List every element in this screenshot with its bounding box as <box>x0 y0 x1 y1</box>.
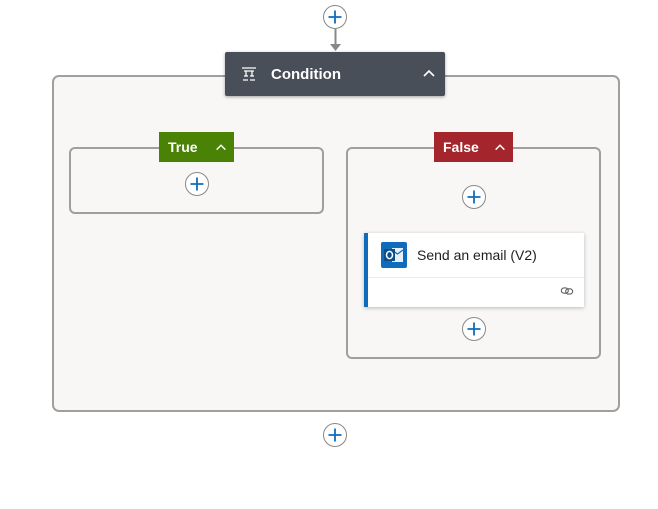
chevron-up-icon[interactable] <box>421 65 437 81</box>
chevron-up-icon[interactable] <box>493 140 507 154</box>
outlook-icon <box>381 242 407 268</box>
false-branch-label: False <box>443 139 479 155</box>
add-step-top-button[interactable] <box>323 5 347 29</box>
card-divider <box>368 277 584 278</box>
add-step-bottom-button[interactable] <box>323 423 347 447</box>
add-action-true-button[interactable] <box>185 172 209 196</box>
condition-header[interactable]: Condition <box>225 52 445 96</box>
plus-icon <box>328 10 342 24</box>
plus-icon <box>467 190 481 204</box>
condition-title: Condition <box>271 65 341 83</box>
send-email-title: Send an email (V2) <box>417 247 537 263</box>
add-action-false-top-button[interactable] <box>462 185 486 209</box>
add-action-false-bottom-button[interactable] <box>462 317 486 341</box>
chevron-up-icon[interactable] <box>214 140 228 154</box>
plus-icon <box>328 428 342 442</box>
send-email-action-card[interactable]: Send an email (V2) <box>364 233 584 307</box>
true-branch-label: True <box>168 139 198 155</box>
connection-link-icon[interactable] <box>560 284 574 298</box>
plus-icon <box>190 177 204 191</box>
true-branch-tag[interactable]: True <box>159 132 234 162</box>
plus-icon <box>467 322 481 336</box>
condition-icon <box>242 67 256 81</box>
false-branch-tag[interactable]: False <box>434 132 513 162</box>
